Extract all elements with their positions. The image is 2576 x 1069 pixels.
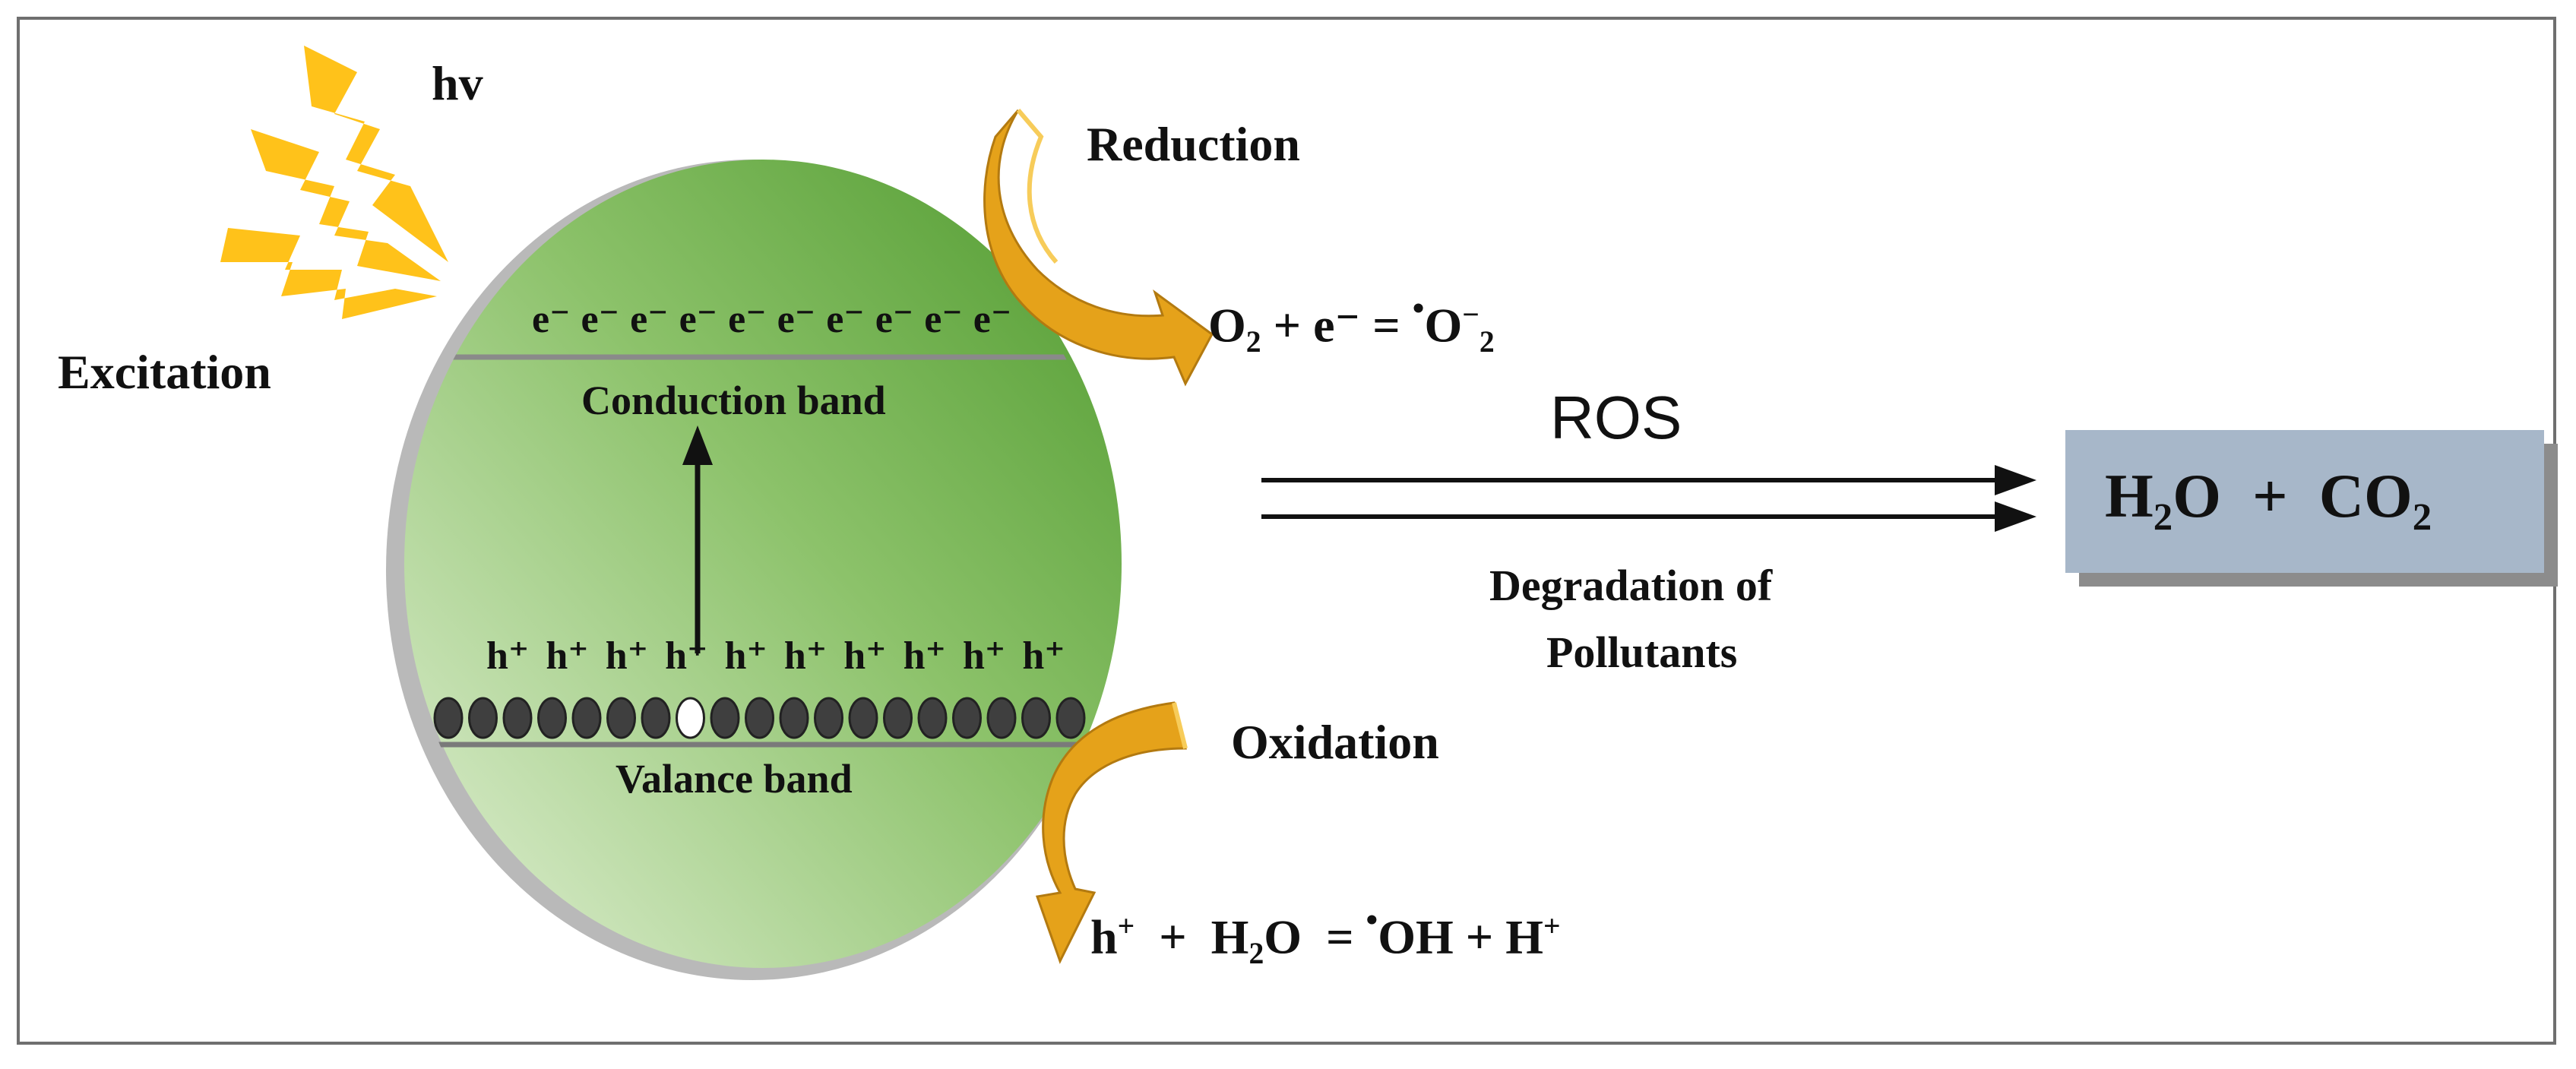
- eq-term: O =: [1264, 909, 1366, 964]
- lightning-bolt-icon: [220, 46, 448, 319]
- valance-band-label: Valance band: [616, 756, 853, 802]
- formula-term: H: [2105, 461, 2154, 530]
- hole: h⁺: [665, 634, 708, 678]
- electron-particle: [1021, 697, 1051, 739]
- electron-particle: [1055, 697, 1086, 739]
- electron: e⁻: [924, 298, 963, 341]
- electron: e⁻: [728, 298, 767, 341]
- hole-particle: [676, 697, 705, 739]
- formula-subscript: 2: [2153, 495, 2173, 539]
- excitation-arrow-head: [682, 425, 713, 465]
- photocatalyst-particle: [386, 160, 1122, 980]
- electron-particle: [468, 697, 498, 739]
- product-box: [2065, 430, 2544, 573]
- hole: h⁺: [783, 634, 828, 678]
- ros-double-arrow: [1261, 465, 2036, 532]
- electron: e⁻: [973, 298, 1012, 341]
- hole: h⁺: [605, 634, 649, 678]
- formula-subscript: 2: [2412, 495, 2432, 539]
- curved-arrow-icon: [1035, 701, 1188, 964]
- electron-particle: [641, 697, 671, 739]
- hole: h⁺: [843, 634, 887, 678]
- oxidation-label: Oxidation: [1231, 715, 1439, 769]
- eq-term: h: [1090, 909, 1118, 964]
- eq-equals: =: [1360, 298, 1413, 353]
- hole: h⁺: [1022, 634, 1065, 678]
- electron-particle: [433, 697, 464, 739]
- electron-particle: [710, 697, 740, 739]
- electron-particle: [537, 697, 567, 739]
- electron-particle: [952, 697, 982, 739]
- electron: e⁻: [679, 298, 718, 341]
- eq-term: O: [1208, 298, 1246, 353]
- electron-particle: [571, 697, 602, 739]
- electron-particle: [848, 697, 878, 739]
- eq-superscript: −: [1462, 298, 1479, 331]
- electron-particle: [606, 697, 636, 739]
- electron: e⁻: [581, 298, 620, 341]
- eq-superscript: +: [1543, 909, 1561, 943]
- hole: h⁺: [963, 634, 1006, 678]
- conduction-band-label: Conduction band: [581, 378, 886, 423]
- formula-term: O + CO: [2173, 461, 2413, 530]
- excitation-label: Excitation: [58, 345, 271, 399]
- electron: e⁻: [875, 298, 914, 341]
- hole: h⁺: [546, 634, 589, 678]
- eq-charge: ⁻: [1334, 298, 1361, 353]
- degradation-label-line2: Pollutants: [1546, 628, 1738, 677]
- radical-dot: •: [1412, 289, 1425, 327]
- eq-subscript: 2: [1248, 937, 1264, 971]
- product-formula: H2O + CO2: [2105, 465, 2432, 536]
- electron: e⁻: [630, 298, 669, 341]
- reduction-equation: O2 + e⁻ = •O−2: [1208, 291, 1495, 359]
- electron-particle: [814, 697, 843, 739]
- reduction-label: Reduction: [1087, 117, 1300, 171]
- eq-term: O: [1424, 298, 1463, 353]
- electron-particle: [917, 697, 948, 739]
- hole: h⁺: [724, 634, 767, 678]
- electron: e⁻: [826, 298, 865, 341]
- eq-superscript: +: [1117, 909, 1135, 943]
- eq-term: OH + H: [1378, 909, 1544, 964]
- hole: h⁺: [903, 634, 946, 678]
- hole: h⁺: [486, 634, 530, 678]
- hv-label: hv: [432, 56, 483, 110]
- electron-row: e⁻ e⁻ e⁻ e⁻ e⁻ e⁻ e⁻ e⁻ e⁻ e⁻: [532, 300, 1011, 340]
- oxidation-equation: h+ + H2O = •OH + H+: [1090, 903, 1561, 971]
- ros-label: ROS: [1550, 384, 1682, 451]
- electron-particle: [986, 697, 1017, 739]
- eq-subscript: 2: [1245, 325, 1261, 359]
- electron: e⁻: [777, 298, 816, 341]
- hole-row: h⁺ h⁺ h⁺ h⁺ h⁺ h⁺ h⁺ h⁺ h⁺ h⁺: [486, 637, 1065, 676]
- electron-particle: [745, 697, 774, 739]
- eq-term: + H: [1135, 909, 1249, 964]
- electron: e⁻: [532, 298, 571, 341]
- valence-band-particles: [433, 697, 1086, 739]
- curved-arrow-icon: [983, 109, 1214, 387]
- electron-particle: [883, 697, 913, 739]
- electron-particle: [502, 697, 533, 739]
- electron-particle: [779, 697, 809, 739]
- radical-dot: •: [1366, 900, 1378, 939]
- eq-term: + e: [1261, 298, 1335, 353]
- eq-subscript: 2: [1479, 325, 1495, 359]
- degradation-label-line1: Degradation of: [1489, 561, 1773, 610]
